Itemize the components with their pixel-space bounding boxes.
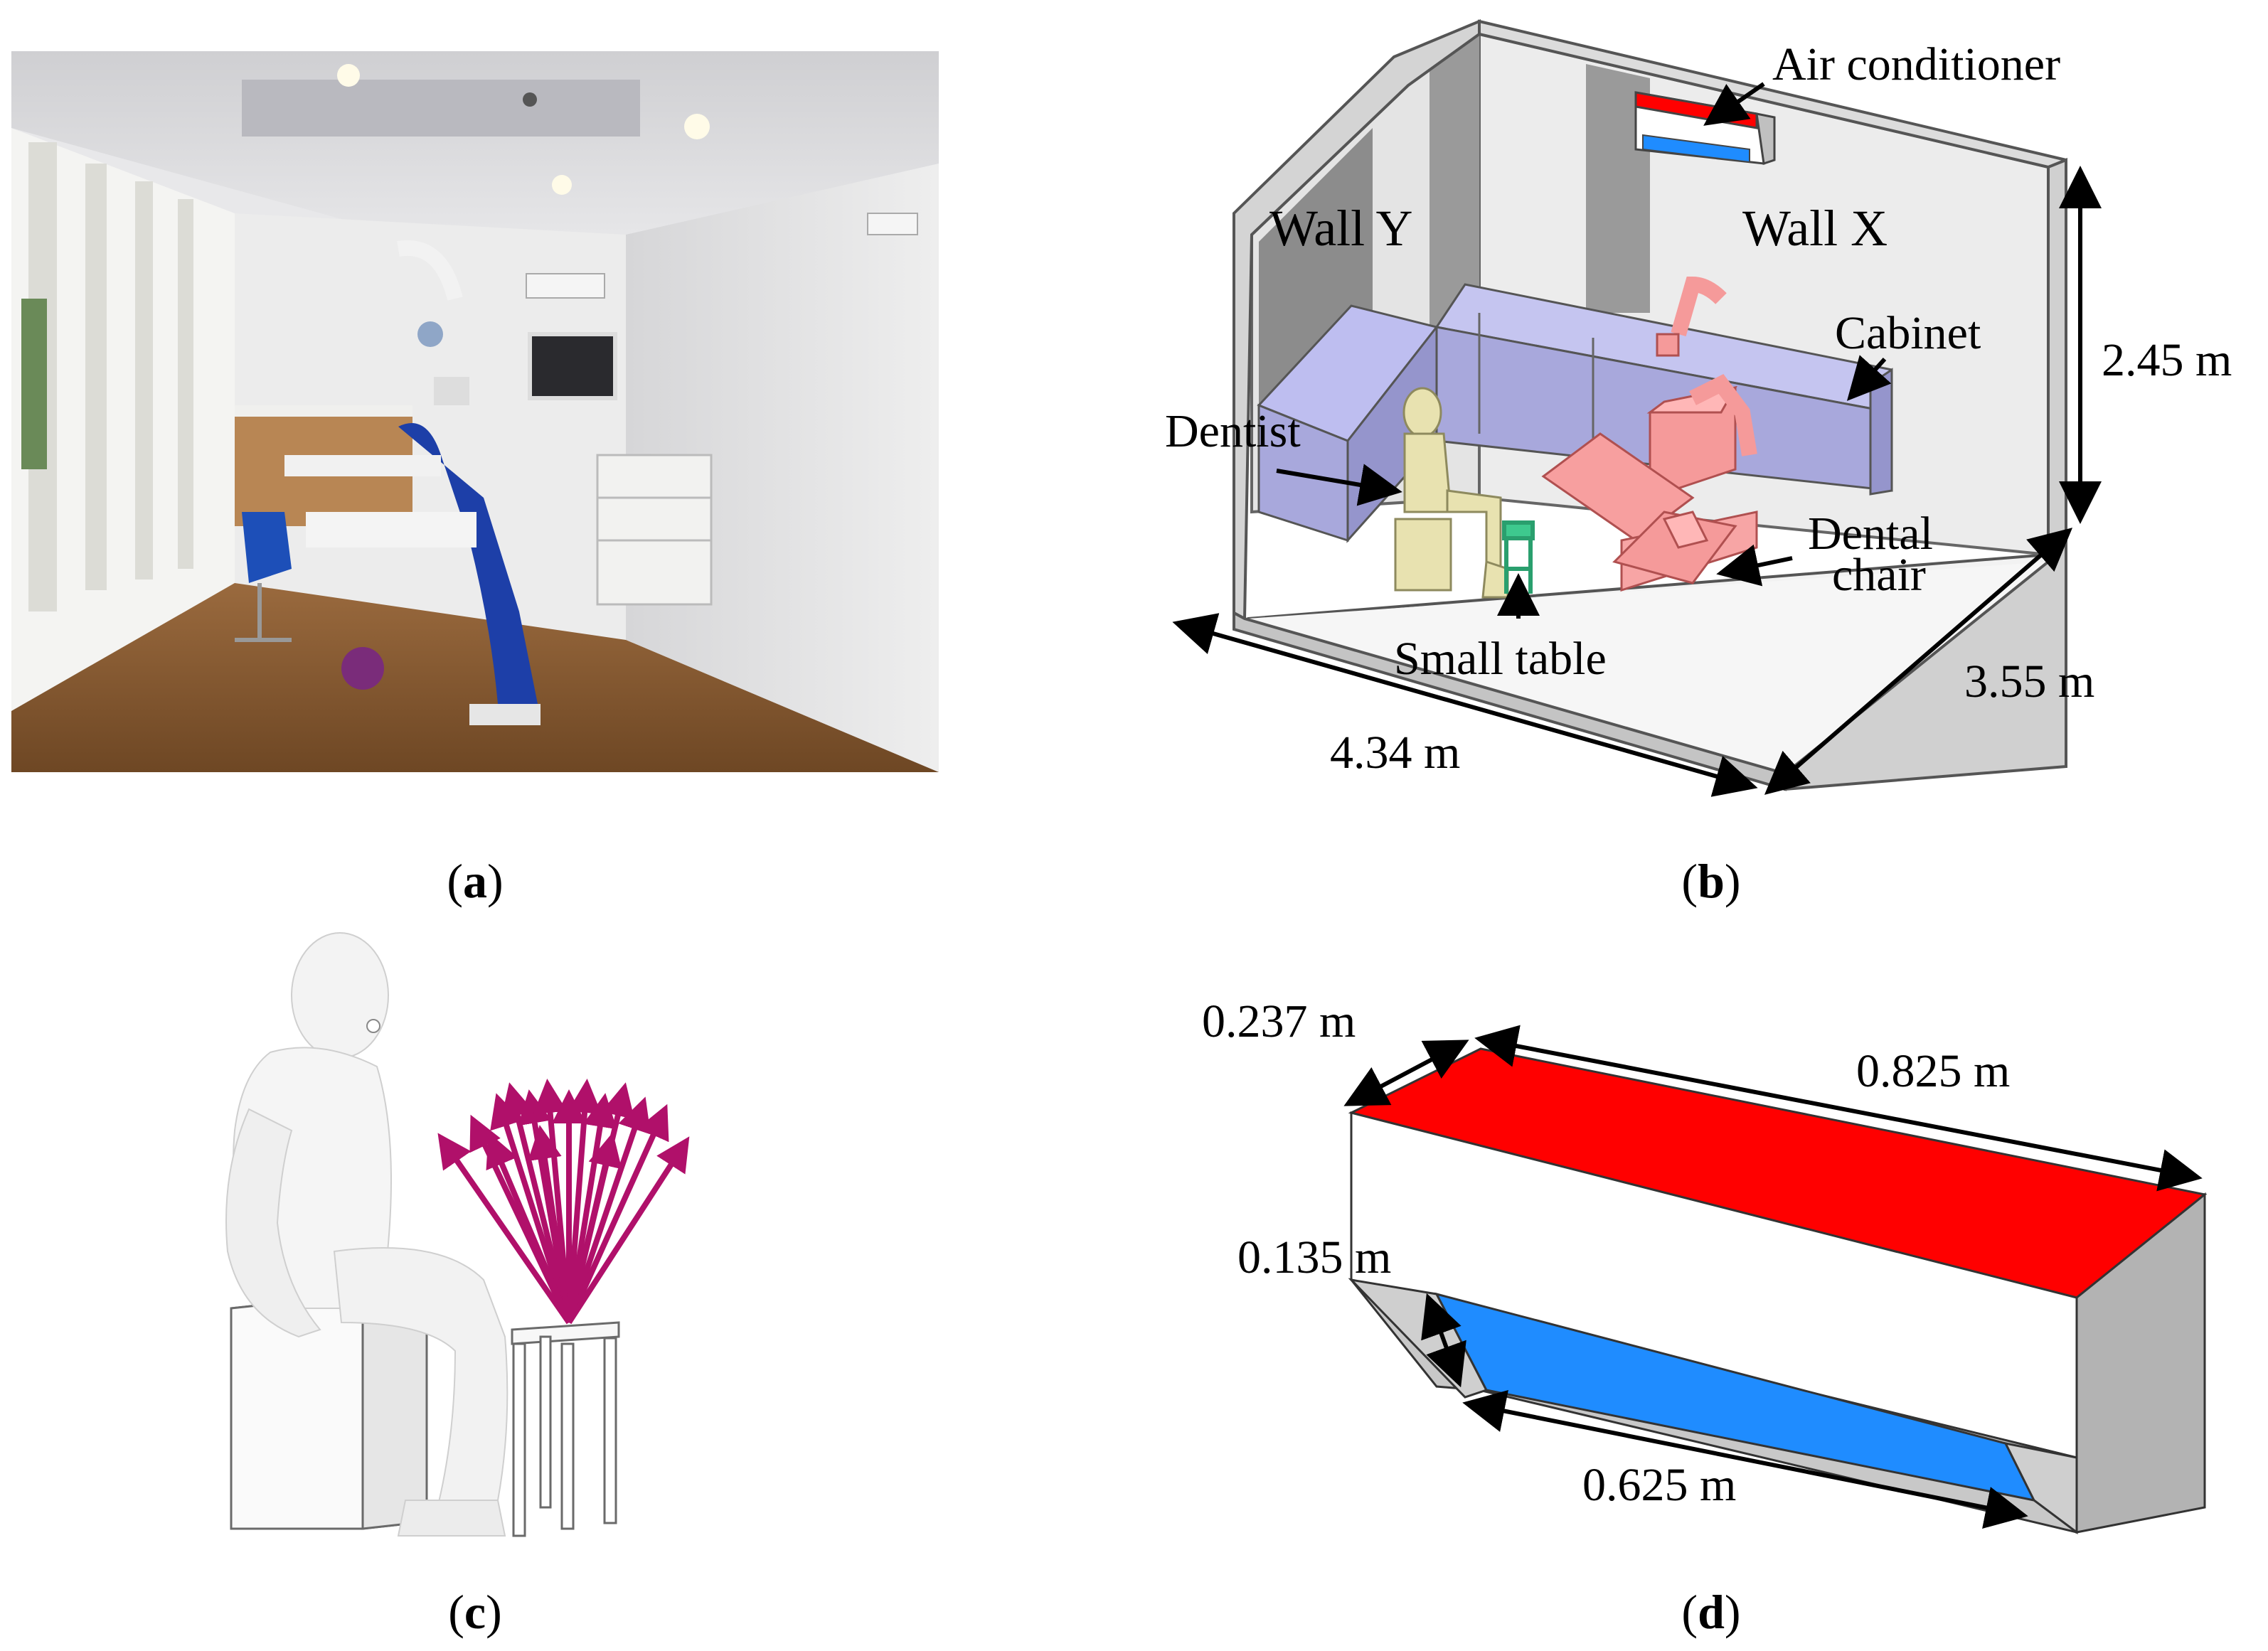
speaker-icon	[523, 92, 537, 107]
dim-arrow-ac-length	[1474, 1025, 2203, 1192]
dental-chair	[1541, 276, 1758, 592]
panel-d-caption: (d)	[1681, 1585, 1740, 1639]
label-wall-y: Wall Y	[1269, 200, 1412, 257]
panel-b-caption: (b)	[1681, 854, 1740, 908]
dim-arrow-ac-outlet-height	[1421, 1293, 1466, 1388]
dim-arrow-width	[1172, 613, 1758, 797]
panel-d-ac-unit	[1348, 1047, 2208, 1534]
arrow-dental-chair	[1716, 544, 1793, 587]
panel-c-dentist-model	[225, 932, 690, 1537]
label-wall-x: Wall X	[1742, 200, 1888, 257]
arrow-air-conditioner	[1703, 82, 1765, 126]
airflow-arrows	[437, 1079, 690, 1325]
dim-ac-depth: 0.237 m	[1202, 995, 1356, 1047]
dentist-figure	[1394, 387, 1509, 599]
arrow-cabinet	[1846, 355, 1892, 401]
dim-arrow-ac-outlet-length	[1462, 1390, 2028, 1529]
label-air-conditioner: Air conditioner	[1772, 38, 2060, 90]
ceiling-light-icon	[552, 175, 572, 195]
dim-ac-outlet-length: 0.625 m	[1582, 1459, 1736, 1511]
ceiling-light-icon	[684, 114, 710, 139]
dim-width: 4.34 m	[1330, 727, 1460, 779]
dim-ac-outlet-height: 0.135 m	[1237, 1231, 1391, 1283]
label-cabinet: Cabinet	[1835, 307, 1981, 359]
panel-c-caption: (c)	[448, 1585, 502, 1639]
dim-depth: 3.55 m	[1964, 656, 2094, 707]
panel-a-caption: (a)	[447, 854, 503, 908]
dim-height: 2.45 m	[2102, 334, 2232, 386]
label-dental-chair-2: chair	[1832, 549, 1926, 601]
label-dentist: Dentist	[1165, 405, 1301, 457]
panel-a-photo	[11, 51, 939, 772]
label-small-table: Small table	[1394, 633, 1607, 685]
head	[291, 932, 389, 1059]
dim-arrow-depth	[1764, 528, 2073, 795]
dim-ac-length: 0.825 m	[1856, 1045, 2010, 1097]
ceiling-light-icon	[337, 64, 360, 87]
dim-arrow-ac-depth	[1343, 1040, 1469, 1106]
arrow-dentist	[1276, 464, 1402, 506]
